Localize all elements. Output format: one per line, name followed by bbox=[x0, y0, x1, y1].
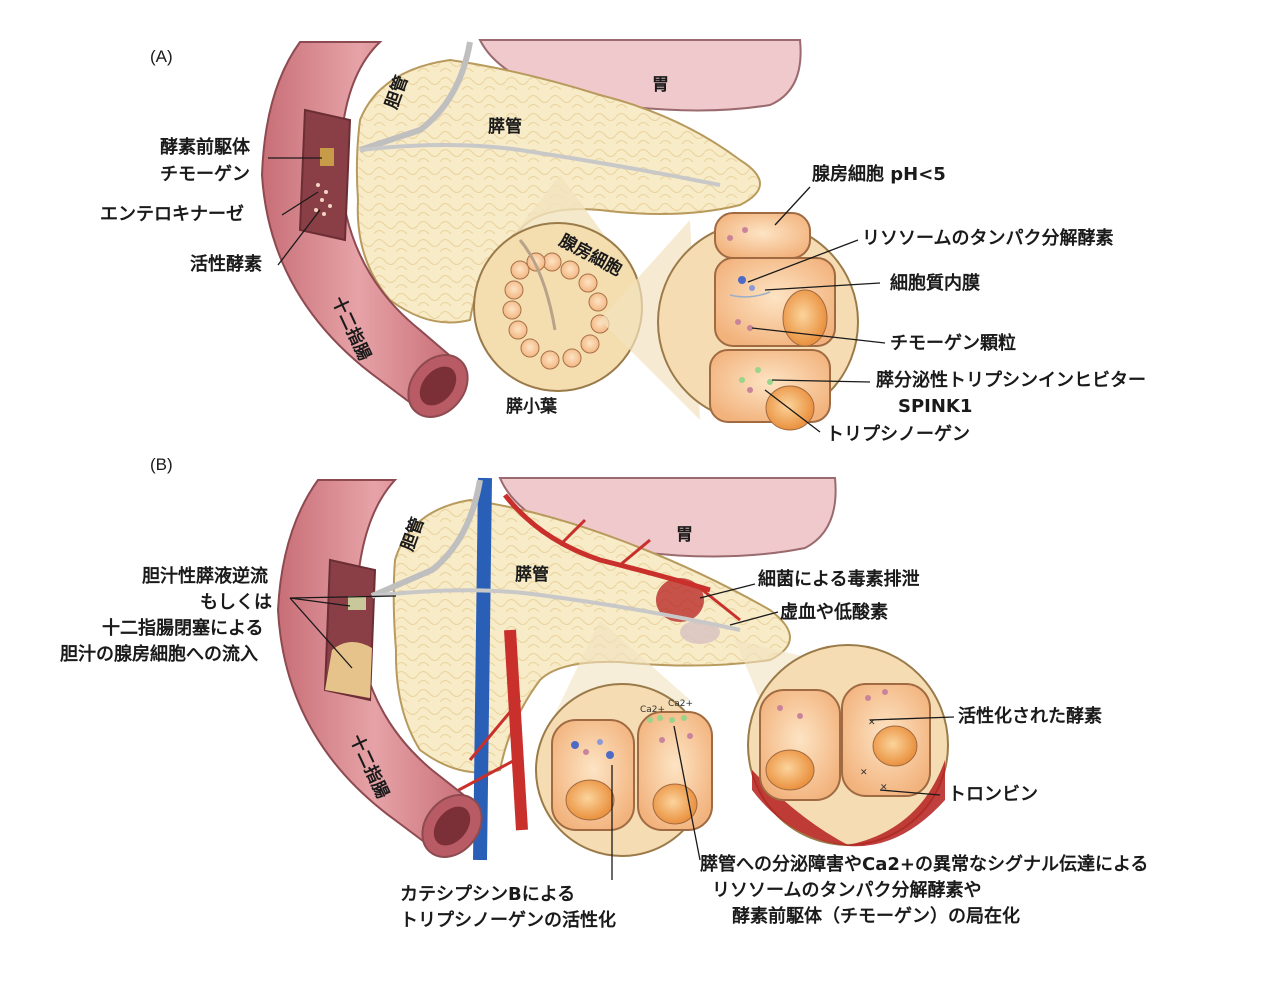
acinar-zoom-a bbox=[600, 212, 859, 431]
thrombin-label: トロンビン bbox=[948, 784, 1038, 805]
duodenum-enzymes-a bbox=[314, 148, 334, 216]
stomach-b-label: 胃 bbox=[676, 525, 693, 545]
activated-enzyme-label: 活性化された酵素 bbox=[958, 705, 1102, 727]
thrombin-mark: ✕ bbox=[880, 783, 888, 793]
zymogen-label-1: 酵素前駆体 bbox=[160, 136, 251, 158]
acinar-ph-label: 腺房細胞 pH<5 bbox=[812, 163, 946, 185]
enterokinase-label: エンテロキナーゼ bbox=[100, 203, 244, 225]
lobule-zoom-a: 腺房細胞 膵小葉 bbox=[473, 175, 643, 417]
secretion-label-2: リソソームのタンパク分解酵素や bbox=[712, 879, 981, 901]
duodenum-b: 十二指腸 bbox=[276, 479, 483, 858]
secretion-label-1: 膵管への分泌障害やCa2+の異常なシグナル伝達による bbox=[699, 853, 1148, 875]
artery bbox=[504, 629, 528, 831]
stomach-a-label: 胃 bbox=[652, 75, 669, 95]
reflux-label-3: 十二指腸閉塞による bbox=[102, 617, 263, 639]
enzyme-mark-2: ✕ bbox=[860, 768, 868, 778]
vein bbox=[473, 477, 492, 861]
reflux-label-1: 胆汁性膵液逆流 bbox=[141, 565, 268, 587]
zymogen-granule-label: チモーゲン顆粒 bbox=[890, 332, 1016, 354]
enzyme-mark-1: ✕ bbox=[868, 718, 876, 728]
acini-ring-a bbox=[502, 239, 610, 370]
reflux-label-4: 胆汁の腺房細胞への流入 bbox=[59, 643, 258, 665]
lobule-a-label: 膵小葉 bbox=[506, 396, 558, 417]
spink1-label-1: 膵分泌性トリプシンインヒビター bbox=[875, 369, 1146, 391]
panel-a-tag: (A) bbox=[150, 47, 173, 66]
ischemia-label: 虚血や低酸素 bbox=[780, 601, 888, 623]
secretion-label-3: 酵素前駆体（チモーゲン）の局在化 bbox=[732, 905, 1020, 927]
spink1-label-2: SPINK1 bbox=[898, 396, 972, 417]
reflux-label-2: もしくは bbox=[200, 592, 272, 613]
ca-label-1: Ca2+ bbox=[640, 705, 665, 715]
zymogen-label-2: チモーゲン bbox=[160, 163, 250, 185]
bacterial-toxin-label: 細菌による毒素排泄 bbox=[758, 568, 919, 590]
cathepsin-label-2: トリプシノーゲンの活性化 bbox=[400, 909, 616, 931]
pancreatic-duct-a-label: 膵管 bbox=[488, 116, 522, 137]
vessels-b bbox=[439, 477, 741, 861]
active-enzyme-label: 活性酵素 bbox=[190, 253, 262, 275]
necrosis-area bbox=[656, 578, 704, 622]
duodenum-a: 十二指腸 bbox=[260, 41, 469, 418]
cell-zoom-b2: ✕ ✕ ✕ bbox=[747, 644, 949, 847]
cell-zoom-b1: Ca2+ Ca2+ bbox=[535, 683, 713, 857]
ca-label-2: Ca2+ bbox=[668, 699, 693, 709]
trypsinogen-label: トリプシノーゲン bbox=[826, 423, 970, 445]
pancreas-b bbox=[392, 498, 791, 774]
er-label: 細胞質内膜 bbox=[890, 272, 980, 294]
pancreatic-duct-b-label: 膵管 bbox=[515, 564, 549, 585]
lysosomal-protease-label: リソソームのタンパク分解酵素 bbox=[862, 227, 1113, 249]
panel-b-tag: (B) bbox=[150, 455, 173, 474]
cathepsin-label-1: カテシプシンBによる bbox=[400, 883, 575, 905]
ducts-b: 胆管 膵管 bbox=[348, 479, 741, 632]
